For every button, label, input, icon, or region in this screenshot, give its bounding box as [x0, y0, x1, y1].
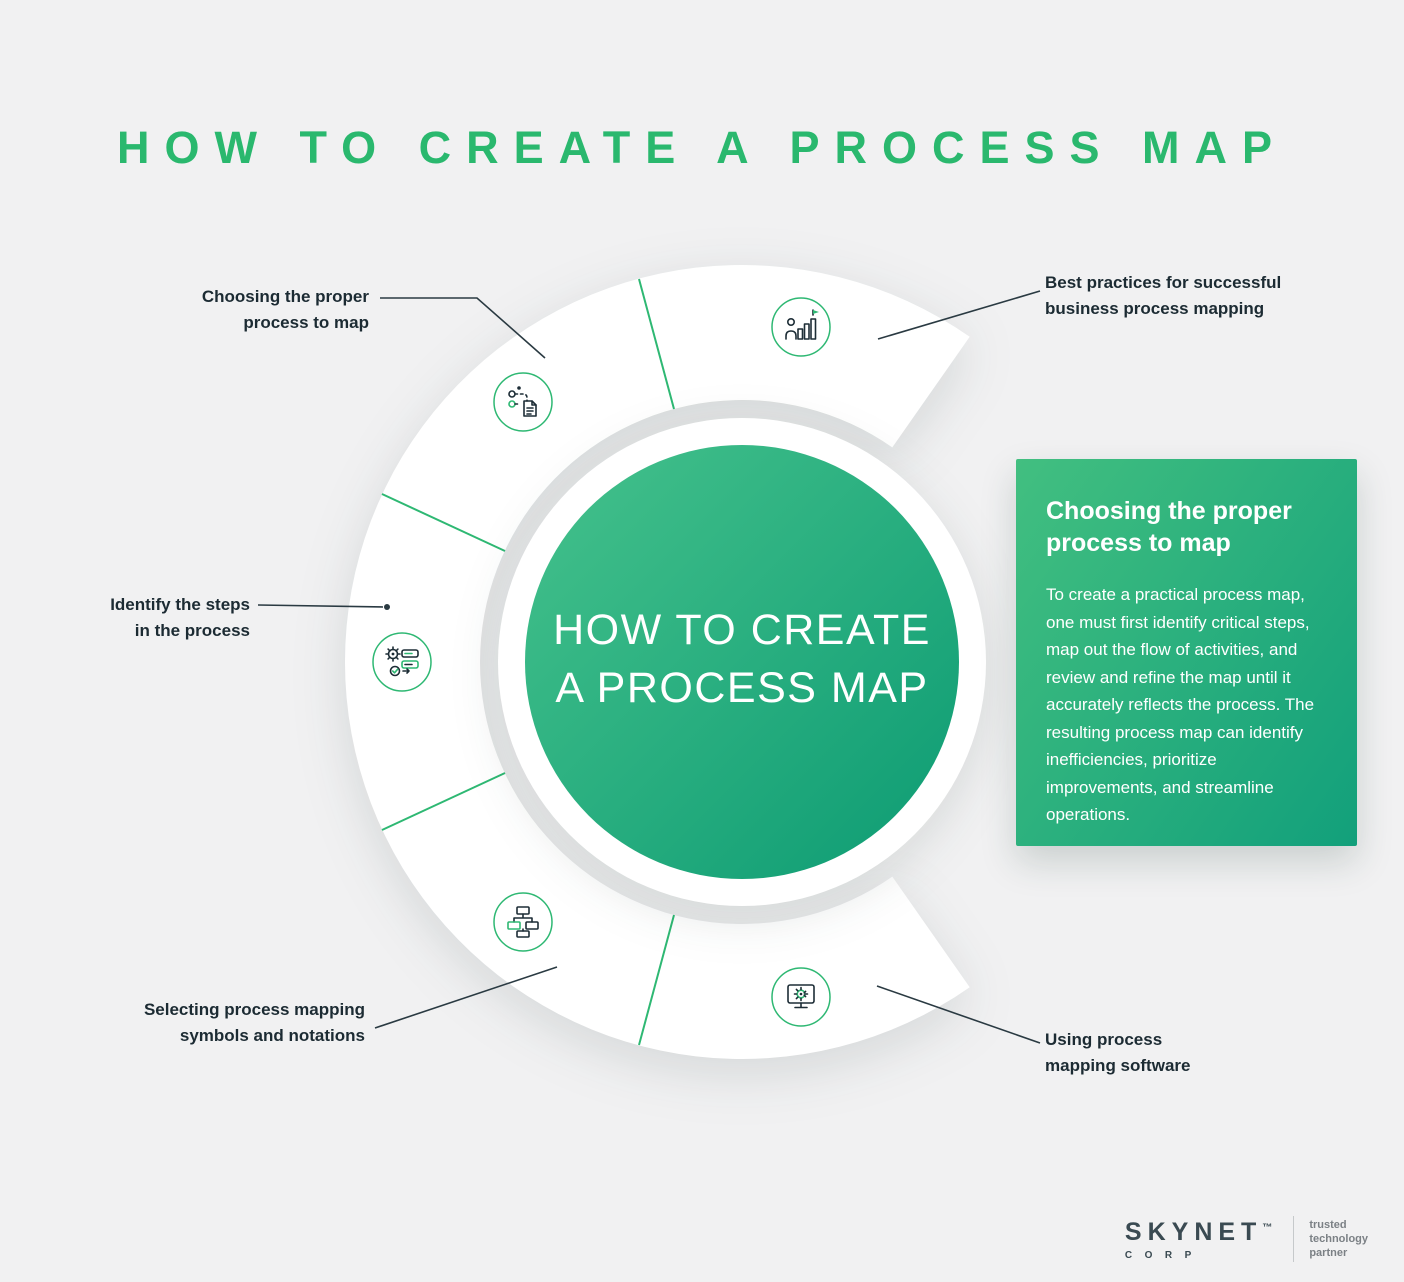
ring-divider	[381, 772, 506, 831]
monitor-gear-icon	[771, 967, 831, 1027]
center-circle-title: HOW TO CREATE A PROCESS MAP	[553, 606, 931, 712]
connector-identify	[257, 604, 384, 608]
label-best-practices: Best practices for successful business p…	[1045, 273, 1282, 318]
connector-dot	[384, 604, 390, 610]
logo-corp: CORP	[1124, 1249, 1204, 1261]
label-mapping-software: Using process mapping software	[1045, 1030, 1191, 1075]
connector-symbols	[374, 966, 558, 1029]
ring-arc	[344, 264, 970, 1059]
logo-brand: SKYNET™	[1125, 1218, 1278, 1247]
connector-lines	[257, 290, 1041, 1044]
detail-panel: Choosing the proper process to map To cr…	[1016, 459, 1357, 846]
growth-chart-person-icon	[771, 297, 831, 357]
logo-brand-block: SKYNET™ CORP	[1125, 1218, 1278, 1261]
skynet-logo: SKYNET™ CORP trusted technology partner	[1125, 1216, 1368, 1262]
center-green-circle	[525, 445, 959, 879]
ring-divider	[638, 278, 675, 410]
logo-brand-text: SKYNET	[1124, 1217, 1263, 1246]
logo-divider	[1293, 1216, 1295, 1262]
flowchart-tree-icon	[493, 892, 553, 952]
connector-choosing	[380, 297, 546, 359]
connector-best-practices	[877, 290, 1041, 340]
logo-tagline: trusted technology partner	[1309, 1219, 1368, 1259]
detail-panel-title: Choosing the proper process to map	[1046, 497, 1292, 557]
detail-panel-body: To create a practical process map, one m…	[1046, 585, 1315, 824]
label-symbols-notations: Selecting process mapping symbols and no…	[143, 1000, 365, 1045]
trademark-symbol: ™	[1262, 1222, 1279, 1234]
connector-software	[876, 985, 1041, 1044]
gear-task-list-icon	[372, 632, 432, 692]
ring-divider	[381, 493, 506, 552]
label-identify-steps: Identify the steps in the process	[110, 595, 250, 640]
ring-divider	[638, 914, 675, 1046]
label-choosing-process: Choosing the proper process to map	[201, 287, 369, 332]
process-flow-document-icon	[493, 372, 553, 432]
ring-dividers	[381, 278, 675, 1046]
page-title: HOW TO CREATE A PROCESS MAP	[116, 122, 1288, 173]
